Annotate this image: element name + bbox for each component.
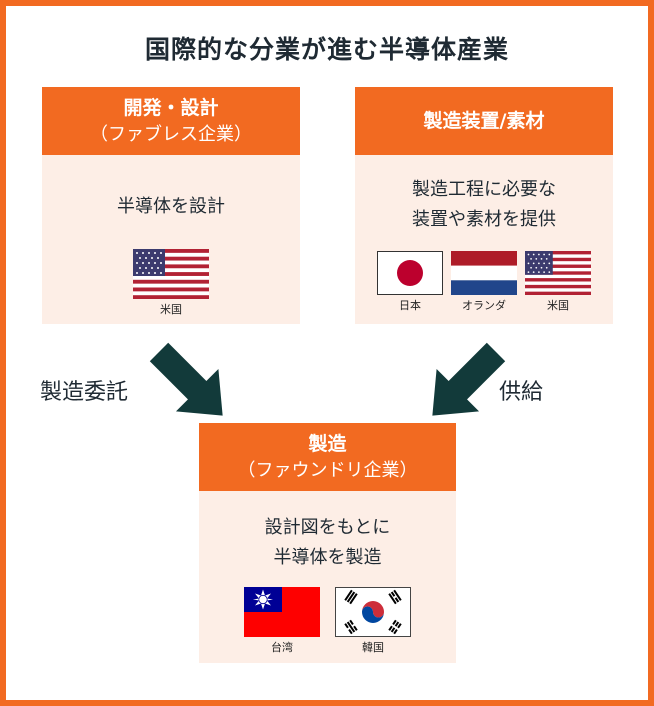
korea-flag-icon	[335, 587, 411, 637]
manufacturing-box: 製造 （ファウンドリ企業） 設計図をもとに 半導体を製造 台湾	[199, 423, 456, 663]
equipment-box-body: 製造工程に必要な 装置や素材を提供 日本 オランダ	[355, 155, 613, 324]
manufacturing-box-title: 製造	[308, 433, 347, 455]
equipment-box-header: 製造装置/素材	[355, 87, 613, 155]
manufacturing-description-line-1: 設計図をもとに	[264, 517, 391, 538]
flag-label-netherlands: オランダ	[462, 299, 506, 312]
netherlands-flag-icon	[451, 251, 517, 295]
flag-label-us: 米国	[547, 299, 569, 312]
manufacturing-box-description: 設計図をもとに 半導体を製造	[199, 513, 456, 573]
diagram-title: 国際的な分業が進む半導体産業	[144, 35, 509, 64]
equipment-box-title: 製造装置/素材	[423, 110, 545, 132]
manufacturing-box-body: 設計図をもとに 半導体を製造 台湾	[199, 491, 456, 663]
us-flag-icon	[525, 251, 591, 295]
equipment-box-description: 製造工程に必要な 装置や素材を提供	[355, 175, 613, 235]
flag-item-taiwan: 台湾	[244, 587, 320, 655]
manufacturing-box-header: 製造 （ファウンドリ企業）	[199, 423, 456, 491]
manufacturing-description-line-2: 半導体を製造	[273, 547, 382, 568]
outsourcing-label: 製造委託	[40, 380, 129, 405]
flag-item-japan: 日本	[377, 251, 443, 313]
flag-label-taiwan: 台湾	[271, 641, 293, 654]
design-box-body: 半導体を設計 米国	[42, 155, 300, 324]
design-box-title: 開発・設計	[123, 97, 219, 119]
flag-item-netherlands: オランダ	[451, 251, 517, 313]
japan-flag-icon	[377, 251, 443, 295]
design-box-header: 開発・設計 （ファブレス企業）	[42, 87, 300, 155]
design-box: 開発・設計 （ファブレス企業） 半導体を設計	[42, 87, 300, 324]
flag-label-japan: 日本	[399, 299, 421, 312]
supply-label: 供給	[499, 380, 544, 405]
flag-item-us: 米国	[133, 249, 209, 317]
design-box-description: 半導体を設計	[117, 196, 225, 217]
us-flag-icon	[133, 249, 209, 299]
equipment-description-line-2: 装置や素材を提供	[412, 209, 556, 230]
flag-label-korea: 韓国	[362, 641, 384, 654]
manufacturing-box-subtitle: （ファウンドリ企業）	[237, 460, 418, 481]
design-box-subtitle: （ファブレス企業）	[90, 124, 252, 145]
flag-label-us: 米国	[160, 303, 182, 316]
flag-item-us: 米国	[525, 251, 591, 313]
equipment-box: 製造装置/素材 製造工程に必要な 装置や素材を提供 日本 オランダ	[355, 87, 613, 324]
taiwan-flag-icon	[244, 587, 320, 637]
equipment-description-line-1: 製造工程に必要な	[412, 179, 556, 200]
flag-item-korea: 韓国	[335, 587, 411, 655]
